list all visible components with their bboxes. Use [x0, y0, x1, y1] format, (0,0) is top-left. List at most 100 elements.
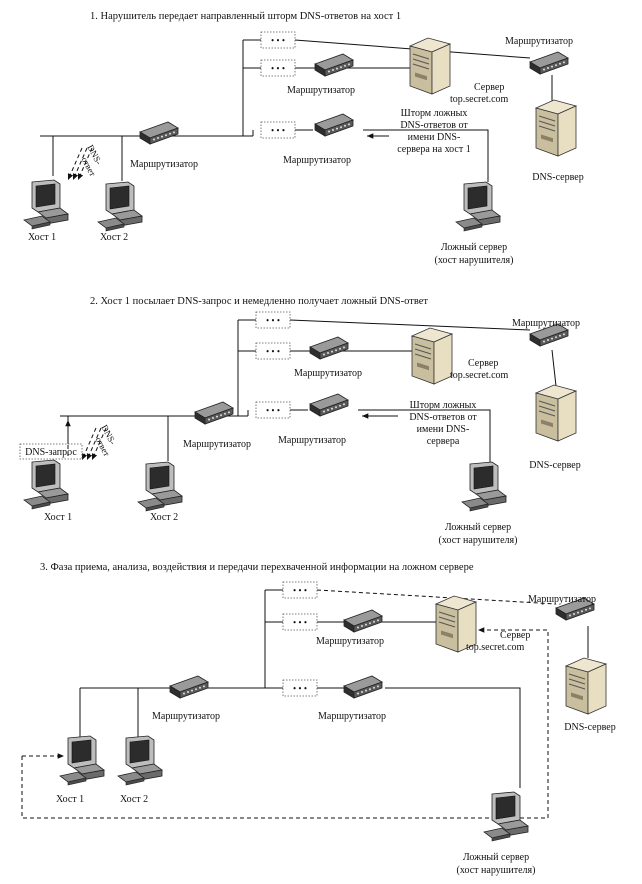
- dns-server: [535, 384, 577, 442]
- server-top-secret-label-1: Сервер: [468, 358, 498, 369]
- host2: [117, 735, 163, 786]
- dns-server-label: DNS-сервер: [529, 460, 580, 471]
- router-right: [314, 113, 354, 137]
- dns-answer-arrow: [72, 147, 88, 181]
- server-top-secret-label-2: top.secret.com: [466, 642, 525, 653]
- server-top-secret: [409, 37, 451, 95]
- fake-server-host: [483, 791, 529, 842]
- storm-label-line: DNS-ответов от: [409, 412, 477, 423]
- ellipsis-top-dots: • • •: [293, 586, 307, 596]
- host2: [97, 181, 143, 232]
- router-top-right: [529, 51, 569, 75]
- fake-server-label-2: (хост нарушителя): [457, 865, 536, 876]
- line-to-fake-server: [385, 687, 521, 788]
- storm-label-line: DNS-ответов от: [400, 120, 468, 131]
- ellipsis-mid-dots: • • •: [266, 406, 280, 416]
- ellipsis-mid-dots: • • •: [271, 126, 285, 136]
- ellipsis-top-box: [282, 581, 318, 599]
- fake-server-label-1: Ложный сервер: [445, 522, 511, 533]
- panel-title: 3. Фаза приема, анализа, воздействия и п…: [40, 562, 474, 573]
- router-right: [309, 393, 349, 417]
- host1-label: Хост 1: [28, 232, 56, 243]
- router-mid: [343, 609, 383, 633]
- dns-server: [565, 657, 607, 715]
- server-top-secret-label-1: Сервер: [474, 82, 504, 93]
- dns-server: [535, 99, 577, 157]
- router-mid-label: Маршрутизатор: [316, 636, 384, 647]
- fake-server-label-2: (хост нарушителя): [439, 535, 518, 546]
- host2-label: Хост 2: [120, 794, 148, 805]
- bus-top-right: [316, 589, 557, 605]
- router-left: [139, 121, 179, 145]
- router-right-label: Маршрутизатор: [278, 435, 346, 446]
- server-top-secret-label-2: top.secret.com: [450, 94, 509, 105]
- ellipsis-top2-box: [255, 342, 291, 360]
- dns-answer-arrow: [67, 147, 83, 181]
- ellipsis-top2-box: [260, 59, 296, 77]
- ellipsis-top-dots: • • •: [266, 316, 280, 326]
- dns-query-box: [19, 443, 83, 460]
- line-to-fake-server: [363, 129, 489, 182]
- fake-server-host: [461, 461, 507, 512]
- fake-server-label-1: Ложный сервер: [463, 852, 529, 863]
- storm-label-line: Шторм ложных: [410, 400, 477, 411]
- router-left-label: Маршрутизатор: [152, 711, 220, 722]
- router-right-label: Маршрутизатор: [283, 155, 351, 166]
- dns-answer-arrow: [77, 147, 93, 181]
- router-top-right-label: Маршрутизатор: [505, 36, 573, 47]
- dns-server-label: DNS-сервер: [532, 172, 583, 183]
- relay-loop: [21, 627, 549, 819]
- host1-label: Хост 1: [56, 794, 84, 805]
- host1: [59, 735, 105, 786]
- panel-3: 3. Фаза приема, анализа, воздействия и п…: [21, 562, 616, 876]
- server-top-secret-label-2: top.secret.com: [450, 370, 509, 381]
- ellipsis-mid-box: [255, 401, 291, 419]
- fake-server-label-1: Ложный сервер: [441, 242, 507, 253]
- server-top-secret: [411, 327, 453, 385]
- router-mid-label: Маршрутизатор: [287, 85, 355, 96]
- ellipsis-mid-dots: • • •: [293, 684, 307, 694]
- router-left: [169, 675, 209, 699]
- ellipsis-top-box: [260, 31, 296, 49]
- panel-2: 2. Хост 1 посылает DNS-запрос и немедлен…: [19, 296, 581, 546]
- storm-label-line: имени DNS-: [417, 424, 470, 435]
- ellipsis-mid-box: [282, 679, 318, 697]
- ellipsis-top-box: [255, 311, 291, 329]
- router-top-right-label: Маршрутизатор: [512, 318, 580, 329]
- line-to-fake-server: [358, 409, 491, 462]
- panel-1: 1. Нарушитель передает направленный штор…: [23, 11, 584, 266]
- storm-label-line: сервера на хост 1: [397, 144, 471, 155]
- server-top-secret-label-1: Сервер: [500, 630, 530, 641]
- dns-answer-arrow: [91, 427, 107, 461]
- host1: [23, 179, 69, 230]
- storm-label-line: Шторм ложных: [401, 108, 468, 119]
- ellipsis-mid-box: [260, 121, 296, 139]
- ellipsis-top2-dots: • • •: [271, 64, 285, 74]
- router-left-label: Маршрутизатор: [130, 159, 198, 170]
- router-top-right-label: Маршрутизатор: [528, 594, 596, 605]
- fake-server-label-2: (хост нарушителя): [435, 255, 514, 266]
- router-right-label: Маршрутизатор: [318, 711, 386, 722]
- router-left-label: Маршрутизатор: [183, 439, 251, 450]
- host1: [23, 459, 69, 510]
- ellipsis-top2-dots: • • •: [266, 347, 280, 357]
- ellipsis-top2-box: [282, 613, 318, 631]
- dns-query-label: DNS-запрос: [25, 447, 77, 458]
- host1-label: Хост 1: [44, 512, 72, 523]
- host2: [137, 461, 183, 512]
- ellipsis-top-dots: • • •: [271, 36, 285, 46]
- host2-label: Хост 2: [150, 512, 178, 523]
- storm-label-line: сервера: [427, 436, 460, 447]
- router-right: [343, 675, 383, 699]
- fake-server-host: [455, 181, 501, 232]
- line-to-dns-server: [551, 349, 557, 387]
- panel-title: 1. Нарушитель передает направленный штор…: [90, 11, 401, 22]
- host2-label: Хост 2: [100, 232, 128, 243]
- router-mid: [309, 336, 349, 360]
- bus-top-right: [289, 319, 531, 331]
- storm-label-line: имени DNS-: [408, 132, 461, 143]
- router-mid-label: Маршрутизатор: [294, 368, 362, 379]
- dns-answer-arrow: [81, 427, 97, 461]
